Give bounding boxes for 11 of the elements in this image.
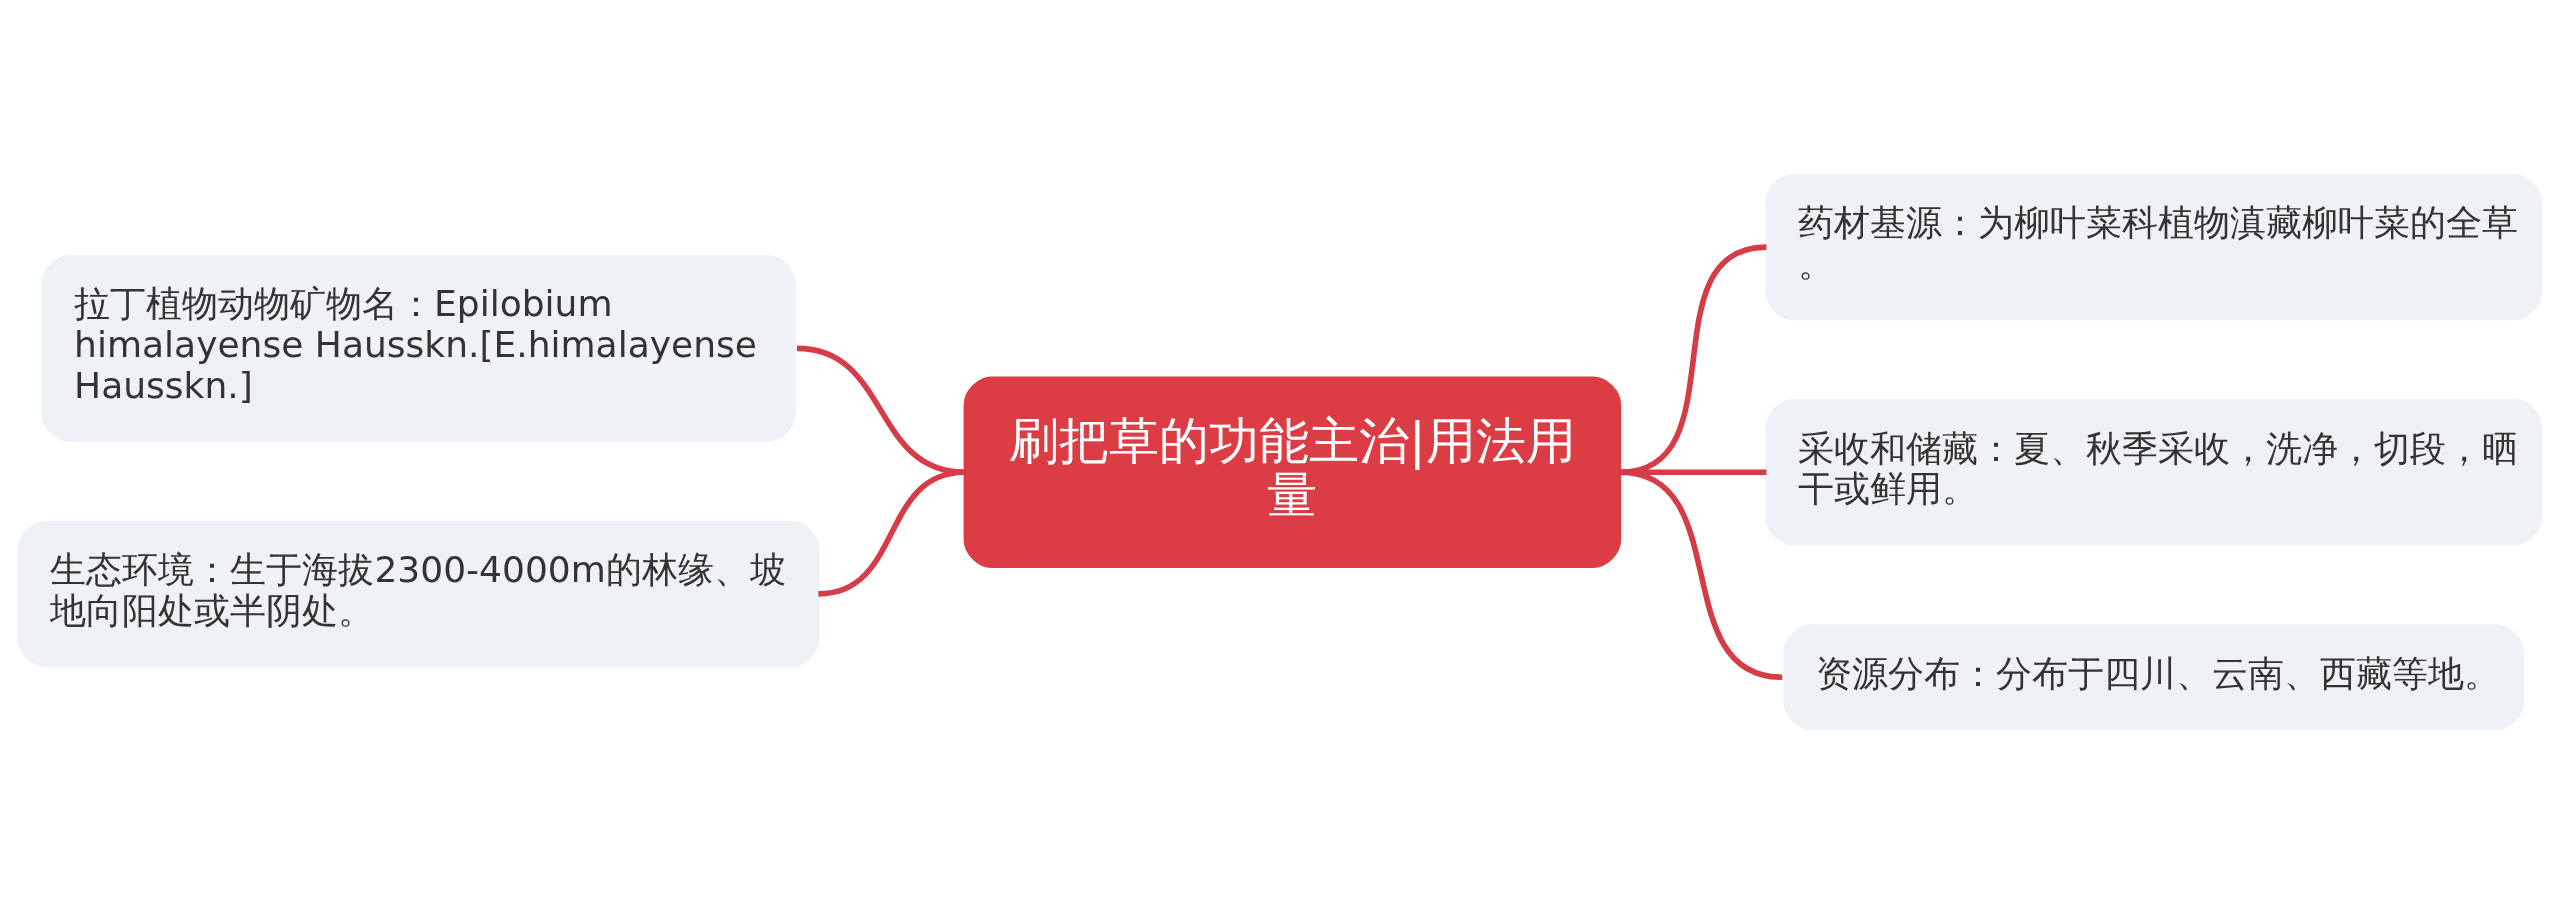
node-box: 拉丁植物动物矿物名：Epilobium himalayense Hausskn.[E.himalayense Hausskn.]	[41, 254, 796, 442]
connector	[1619, 469, 1783, 680]
node-box: 资源分布：分布于四川、云南、西藏等地。	[1783, 623, 2525, 730]
connector	[818, 468, 966, 597]
node-box: 采收和储藏：夏、秋季采收，洗净，切段，晒干或鲜用。	[1765, 398, 2543, 545]
connector	[1619, 243, 1767, 475]
connector	[796, 345, 966, 475]
node-box: 刷把草的功能主治|用法用量	[963, 376, 1622, 568]
node-box: 药材基源：为柳叶菜科植物滇藏柳叶菜的全草。	[1765, 173, 2543, 320]
node-box: 生态环境：生于海拔2300-4000m的林缘、坡地向阳处或半阴处。	[17, 520, 820, 667]
connector	[1620, 468, 1767, 475]
